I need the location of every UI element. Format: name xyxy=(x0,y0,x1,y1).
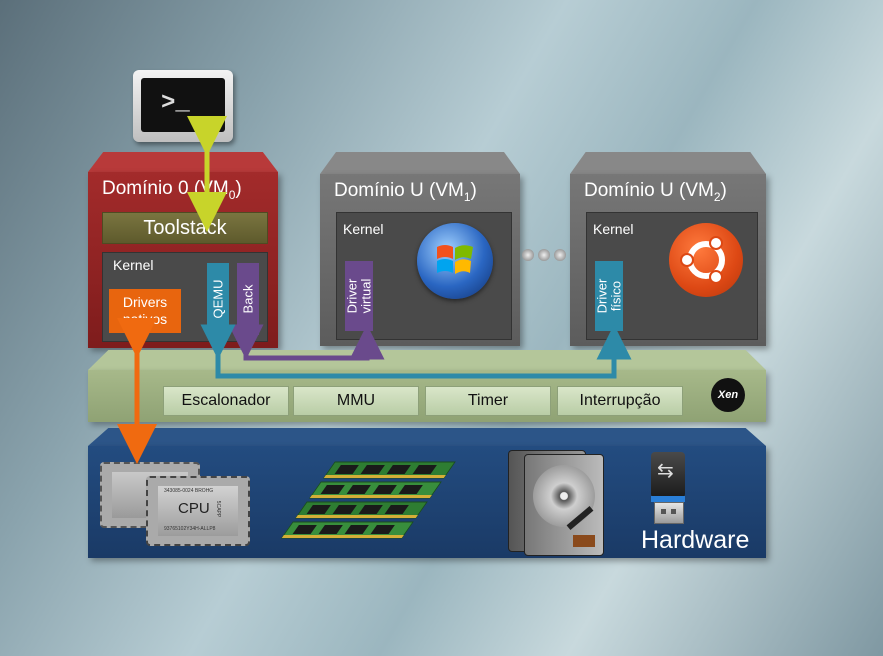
cpu-label: CPU xyxy=(178,500,210,517)
hardware-label: Hardware xyxy=(641,526,750,554)
hard-disk-icon xyxy=(508,448,604,556)
xen-component-timer: Timer xyxy=(425,386,551,416)
usb-icon: ⇆ xyxy=(645,452,693,524)
domain-u1-title: Domínio U (VM1) xyxy=(334,180,477,204)
cpu-chip-code: 343085-0024 BROHG xyxy=(164,488,214,494)
ubuntu-logo-icon xyxy=(669,223,743,297)
xen-logo-text: Xen xyxy=(717,389,739,401)
back-driver-virtual-link xyxy=(228,324,385,361)
qemu-driver-fisico-link xyxy=(200,324,632,379)
domain-u2-title: Domínio U (VM2) xyxy=(584,180,727,204)
xen-component-interrupcao: Interrupção xyxy=(557,386,683,416)
domain-0-top-face xyxy=(88,152,278,172)
ellipsis-dots xyxy=(522,249,568,263)
domain-u1-top-face xyxy=(320,152,520,174)
xen-logo-icon: Xen xyxy=(711,378,745,412)
qemu-box: QEMU xyxy=(207,263,229,335)
windows-logo-icon xyxy=(417,223,493,299)
cpu-icon: 343085-0024 BROHG 5CAPP CPU 93765102Y34H… xyxy=(100,456,250,548)
hardware-top-face xyxy=(88,428,766,446)
xen-component-mmu: MMU xyxy=(293,386,419,416)
xen-component-escalonador: Escalonador xyxy=(163,386,289,416)
domain-u2-top-face xyxy=(570,152,766,174)
terminal-window: >_ xyxy=(133,70,233,142)
back-box: Back xyxy=(237,263,259,335)
domain-0-kernel-label: Kernel xyxy=(113,257,154,273)
ram-icon xyxy=(272,452,492,552)
cpu-chip-front: 343085-0024 BROHG 5CAPP CPU 93765102Y34H… xyxy=(146,476,250,546)
domain-u1-kernel-label: Kernel xyxy=(343,221,384,237)
terminal-prompt: >_ xyxy=(161,90,190,117)
cpu-chip-bottom-code: 93765102Y34H-ALLP8 xyxy=(164,526,216,532)
domain-u2-kernel-label: Kernel xyxy=(593,221,634,237)
